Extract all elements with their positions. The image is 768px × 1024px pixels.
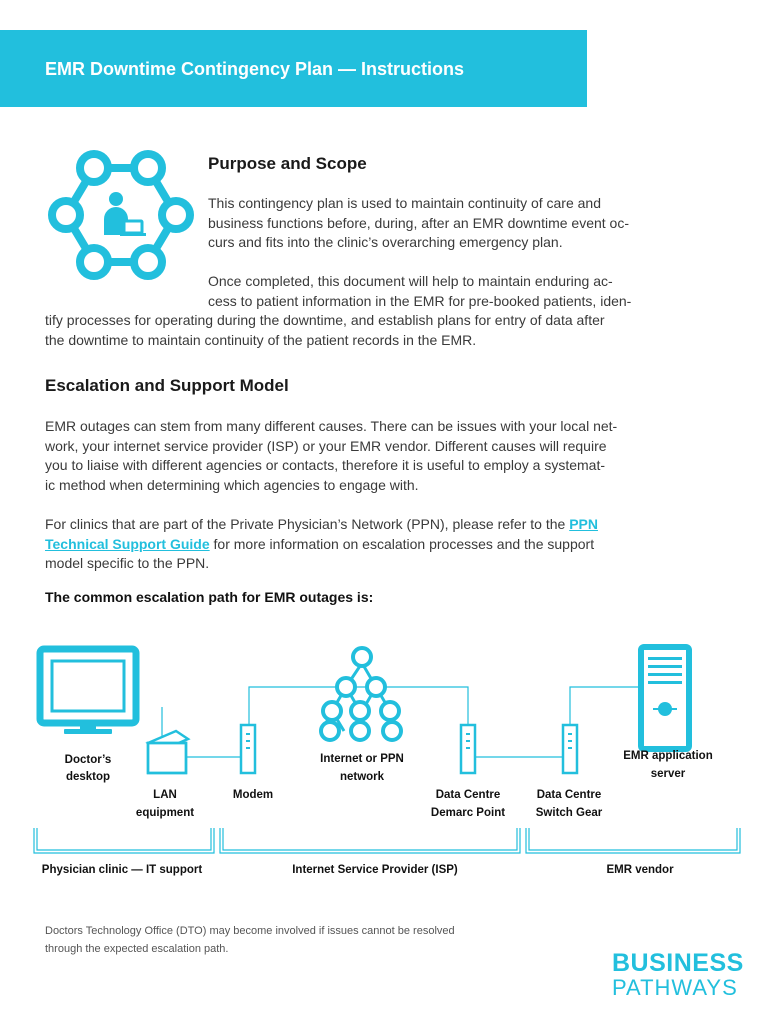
brand-logo-top: BUSINESS — [612, 949, 744, 977]
text-span: For clinics that are part of the Private… — [45, 516, 570, 532]
purpose-paragraph-1: This contingency plan is used to maintai… — [208, 194, 629, 253]
label-lan-1: LAN — [153, 789, 177, 801]
group-label-clinic: Physician clinic — IT support — [42, 864, 203, 876]
label-demarc-1: Data Centre — [436, 789, 501, 801]
header-bar — [0, 30, 587, 107]
group-label-isp: Internet Service Provider (ISP) — [292, 864, 458, 876]
group-label-vendor: EMR vendor — [606, 864, 674, 876]
label-server-2: server — [651, 768, 686, 780]
text-line: you to liaise with different agencies or… — [45, 457, 606, 473]
server-icon — [638, 644, 692, 752]
text-line: tify processes for operating during the … — [45, 312, 605, 328]
purpose-heading: Purpose and Scope — [208, 154, 367, 173]
text-line: work, your internet service provider (IS… — [45, 437, 607, 454]
ppn-guide-link-part-1[interactable]: PPN — [569, 516, 598, 532]
label-lan-2: equipment — [136, 807, 194, 819]
network-user-icon — [48, 150, 194, 280]
escalation-heading: Escalation and Support Model — [45, 376, 289, 395]
monitor-icon — [36, 645, 140, 734]
escalation-path-diagram: Doctor’s desktop LAN equipment Modem Int… — [33, 644, 741, 876]
escalation-path-heading: The common escalation path for EMR outag… — [45, 589, 374, 605]
brand-logo: BUSINESS PATHWAYS — [612, 950, 752, 1000]
text-line: ic method when determining which agencie… — [45, 476, 419, 493]
label-desktop-2: desktop — [66, 771, 110, 783]
label-internet-1: Internet or PPN — [320, 753, 404, 765]
text-line: the downtime to maintain continuity of t… — [45, 331, 477, 348]
connector-modem-internet — [248, 686, 362, 725]
label-modem: Modem — [233, 789, 273, 801]
text-line: through the expected escalation path. — [45, 943, 229, 955]
escalation-paragraph-2: For clinics that are part of the Private… — [45, 515, 598, 574]
text-line: cess to patient information in the EMR f… — [208, 292, 632, 309]
text-line: Doctors Technology Office (DTO) may beco… — [45, 925, 455, 937]
text-line: This contingency plan is used to maintai… — [208, 195, 602, 211]
demarc-device-icon — [459, 723, 477, 775]
bracket-clinic — [33, 828, 215, 854]
ppn-guide-link-part-2[interactable]: Technical Support Guide — [45, 535, 210, 552]
text-line: model specific to the PPN. — [45, 555, 210, 571]
purpose-paragraph-2-full: tify processes for operating during the … — [45, 311, 605, 350]
label-desktop-1: Doctor’s — [65, 754, 112, 766]
text-line: EMR outages can stem from many different… — [45, 418, 618, 434]
label-switch-2: Switch Gear — [536, 807, 603, 819]
modem-icon — [239, 723, 257, 775]
bracket-isp — [219, 828, 521, 854]
text-span: for more information on escalation proce… — [209, 535, 595, 552]
label-demarc-2: Demarc Point — [431, 807, 505, 819]
text-line: business functions before, during, after… — [208, 214, 629, 231]
purpose-paragraph-2-indented: Once completed, this document will help … — [208, 272, 631, 311]
label-switch-1: Data Centre — [537, 789, 602, 801]
label-server-1: EMR application — [623, 750, 712, 762]
footnote: Doctors Technology Office (DTO) may beco… — [45, 922, 565, 958]
bracket-vendor — [525, 828, 741, 854]
brand-logo-bottom: PATHWAYS — [612, 975, 738, 1000]
escalation-paragraph-1: EMR outages can stem from many different… — [45, 417, 617, 495]
label-internet-2: network — [340, 771, 385, 783]
text-line: curs and fits into the clinic’s overarch… — [208, 234, 563, 250]
network-tree-icon — [319, 646, 403, 742]
lan-box-icon — [145, 729, 191, 775]
page-title: EMR Downtime Contingency Plan — Instruct… — [45, 59, 465, 79]
connector-switch-server — [569, 686, 643, 725]
switch-device-icon — [561, 723, 579, 775]
text-line: Once completed, this document will help … — [208, 273, 613, 289]
connector-internet-demarc — [362, 686, 469, 725]
